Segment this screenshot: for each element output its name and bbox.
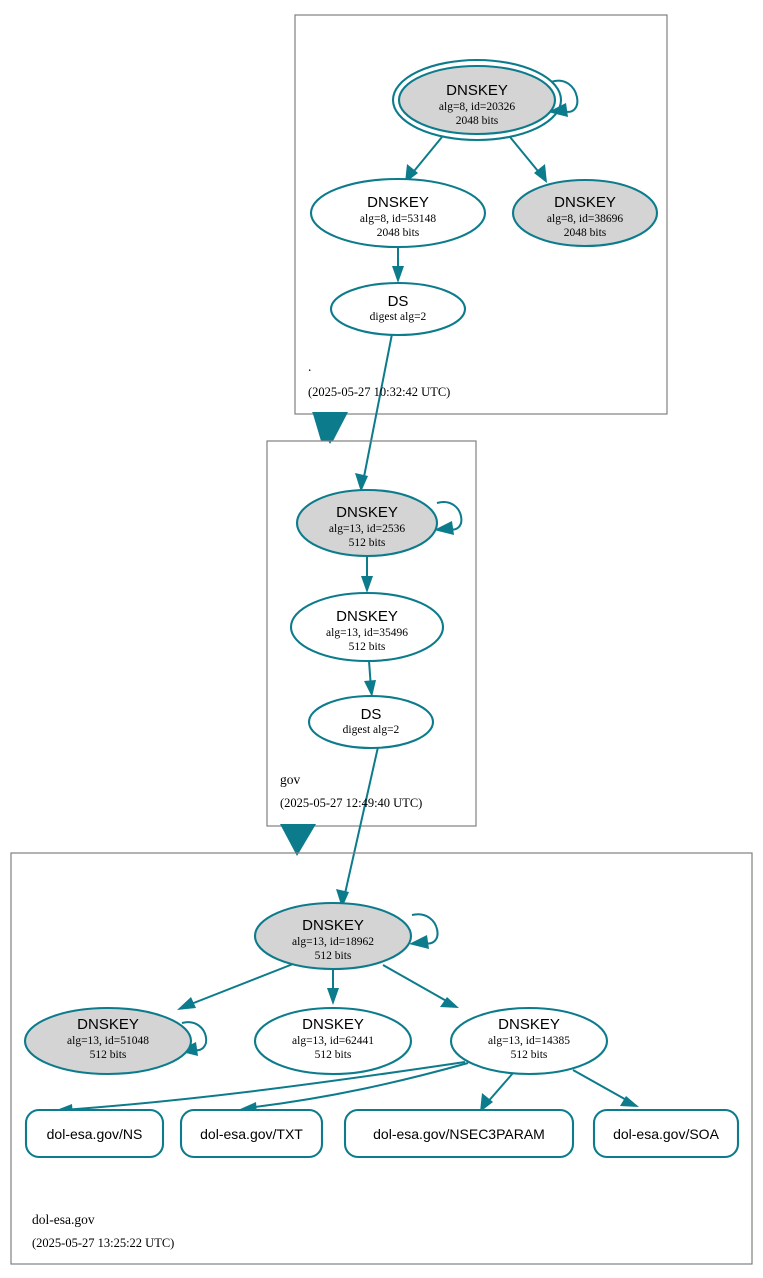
node-root-ksk-20326[interactable] (397, 64, 557, 136)
node-gov-ds-line2: digest alg=2 (343, 724, 400, 736)
node-root-zsk-53148-title: DNSKEY (367, 194, 429, 211)
edge-dol-ksk-to-51048 (185, 963, 294, 1007)
node-root-zsk-38696[interactable] (511, 178, 659, 248)
zone-label-gov: gov (280, 772, 301, 787)
node-gov-ds-title: DS (361, 706, 382, 723)
node-gov-ds[interactable] (307, 694, 435, 750)
node-gov-zsk-35496-line2: alg=13, id=35496 (326, 627, 408, 639)
rrset-label-txt: dol-esa.gov/TXT (200, 1126, 303, 1142)
edge-14385-to-txt (246, 1062, 469, 1109)
node-dol-ksk-18962-line2: alg=13, id=18962 (292, 936, 374, 948)
zone-timestamp-root: (2025-05-27 10:32:42 UTC) (308, 385, 450, 399)
node-dol-key-14385[interactable] (449, 1006, 609, 1076)
zone-timestamp-dol-esa-gov: (2025-05-27 13:25:22 UTC) (32, 1236, 174, 1250)
node-root-ksk-20326-line3: 2048 bits (456, 115, 499, 127)
node-gov-zsk-35496[interactable] (289, 591, 445, 663)
node-gov-zsk-35496-line3: 512 bits (349, 641, 386, 653)
node-root-ksk-20326-outer-ring (391, 58, 563, 142)
node-dol-key-51048-line2: alg=13, id=51048 (67, 1035, 149, 1047)
arrowhead-dol-dnskey (336, 889, 349, 908)
node-root-ksk-20326-line2: alg=8, id=20326 (439, 101, 515, 113)
node-gov-zsk-35496-title: DNSKEY (336, 608, 398, 625)
node-root-zsk-38696-line2: alg=8, id=38696 (547, 213, 623, 225)
arrowhead-root-ds (392, 266, 404, 283)
arrowhead-self-gov-ksk (434, 521, 454, 535)
rrset-box-txt[interactable] (179, 1108, 324, 1159)
zone-label-dol-esa-gov: dol-esa.gov (32, 1212, 95, 1227)
node-dol-key-62441-line3: 512 bits (315, 1049, 352, 1061)
node-dol-key-62441-title: DNSKEY (302, 1016, 364, 1033)
edge-root-ds-to-gov-dnskey (362, 333, 393, 483)
edge-gov-ds-to-dol-dnskey (343, 746, 379, 899)
node-dol-key-51048[interactable] (23, 1006, 193, 1076)
node-root-ksk-20326-title: DNSKEY (446, 82, 508, 99)
arrowhead-root-38696 (534, 164, 547, 183)
rrset-box-soa[interactable] (592, 1108, 740, 1159)
node-dol-key-62441[interactable] (253, 1006, 413, 1076)
node-dol-key-51048-title: DNSKEY (77, 1016, 139, 1033)
node-dol-ksk-18962-title: DNSKEY (302, 917, 364, 934)
node-dol-key-14385-line3: 512 bits (511, 1049, 548, 1061)
rrset-label-nsec3param: dol-esa.gov/NSEC3PARAM (373, 1126, 545, 1142)
node-gov-ksk-2536-line2: alg=13, id=2536 (329, 523, 405, 535)
rrset-box-nsec3param[interactable] (343, 1108, 575, 1159)
arrowhead-dol-51048 (177, 997, 196, 1010)
node-root-zsk-38696-line3: 2048 bits (564, 227, 607, 239)
arrowhead-gov-dnskey (355, 473, 368, 492)
arrowhead-self-dol-ksk (409, 935, 429, 949)
node-root-zsk-53148[interactable] (309, 177, 487, 249)
edge-self-sign-root-ksk (550, 79, 579, 113)
delegation-arrowhead-gov-to-dol (280, 824, 316, 856)
node-dol-ksk-18962-line3: 512 bits (315, 950, 352, 962)
edge-14385-to-ns (62, 1061, 466, 1111)
arrowhead-rr-nsec3param (480, 1093, 493, 1112)
arrowhead-dol-62441 (327, 988, 339, 1005)
node-root-zsk-38696-title: DNSKEY (554, 194, 616, 211)
edge-root-ksk-to-53148 (409, 136, 443, 177)
node-dol-key-62441-line2: alg=13, id=62441 (292, 1035, 374, 1047)
node-root-ds-title: DS (388, 293, 409, 310)
arrowhead-rr-soa (620, 1096, 639, 1107)
delegation-arrowhead-root-to-gov (312, 412, 348, 444)
node-dol-ksk-18962[interactable] (253, 901, 413, 971)
node-gov-ksk-2536[interactable] (295, 488, 439, 558)
node-gov-ksk-2536-line3: 512 bits (349, 537, 386, 549)
zone-box-dol-esa-gov (10, 852, 753, 1265)
node-dol-key-14385-line2: alg=13, id=14385 (488, 1035, 570, 1047)
node-dol-key-51048-line3: 512 bits (90, 1049, 127, 1061)
rrset-label-ns: dol-esa.gov/NS (47, 1126, 143, 1142)
arrowhead-gov-ds (364, 680, 376, 697)
node-root-ds-line2: digest alg=2 (370, 311, 427, 323)
arrowhead-gov-zsk (361, 576, 373, 593)
rrset-label-soa: dol-esa.gov/SOA (613, 1126, 719, 1142)
zone-timestamp-gov: (2025-05-27 12:49:40 UTC) (280, 796, 422, 810)
node-root-ds[interactable] (329, 281, 467, 337)
edge-14385-to-nsec3param (485, 1072, 514, 1105)
edge-14385-to-soa (572, 1069, 631, 1103)
zone-box-root (294, 14, 668, 415)
rrset-box-ns[interactable] (24, 1108, 165, 1159)
node-dol-key-14385-title: DNSKEY (498, 1016, 560, 1033)
arrowhead-dol-14385 (440, 997, 459, 1008)
node-gov-ksk-2536-title: DNSKEY (336, 504, 398, 521)
node-root-zsk-53148-line2: alg=8, id=53148 (360, 213, 436, 225)
zone-label-root: . (308, 359, 311, 374)
node-root-zsk-53148-line3: 2048 bits (377, 227, 420, 239)
edge-dol-ksk-to-14385 (382, 964, 451, 1004)
zone-box-gov (266, 440, 477, 827)
edge-root-ksk-to-38696 (509, 136, 543, 177)
